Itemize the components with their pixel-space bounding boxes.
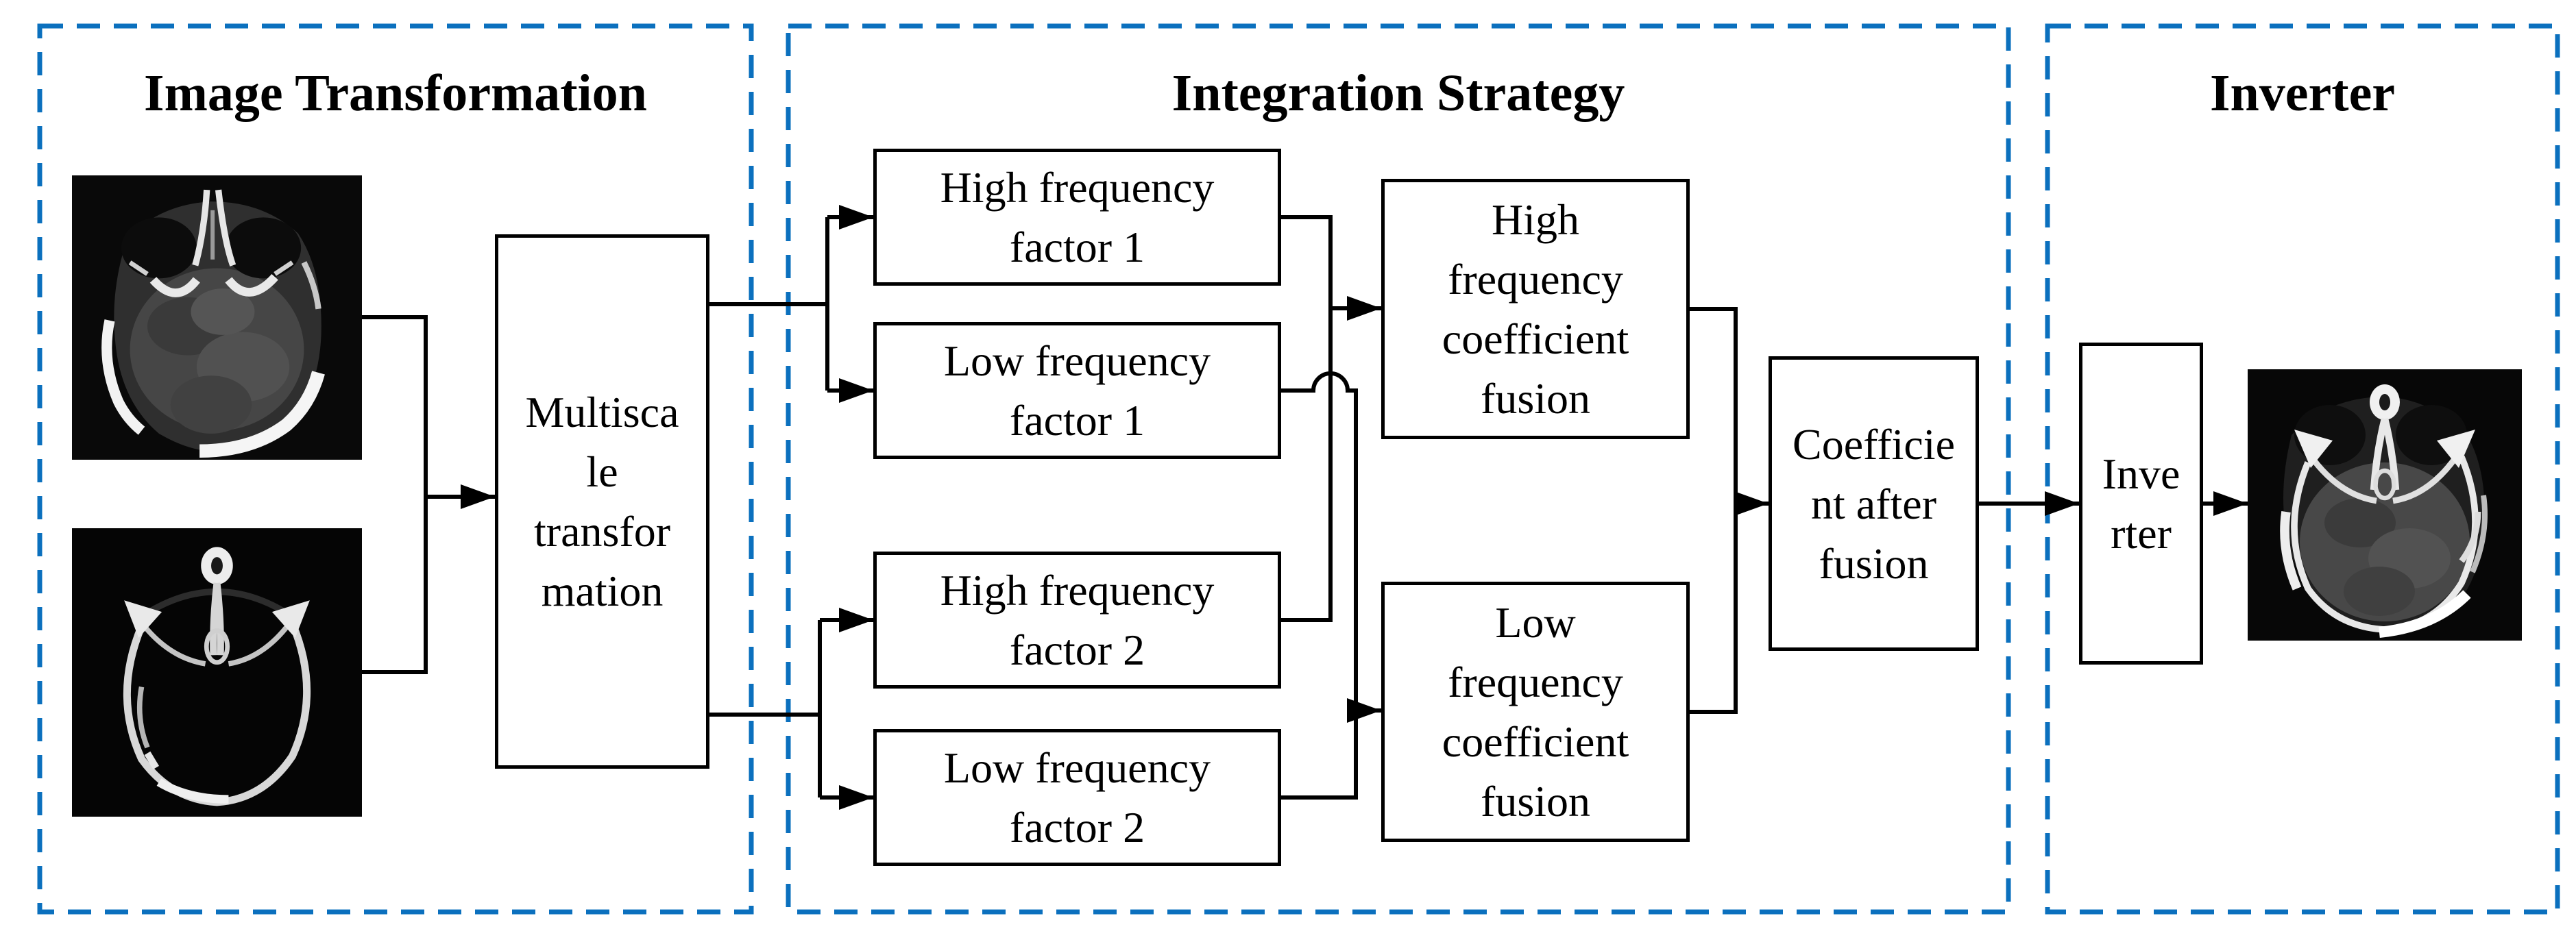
- panel-title-image-transformation: Image Transformation: [144, 64, 647, 122]
- node-low-frequency-factor-2: Low frequency factor 2: [873, 729, 1281, 866]
- node-label: Low frequency factor 2: [943, 743, 1211, 852]
- node-label: High frequency coefficient fusion: [1442, 195, 1629, 423]
- node-coefficient-after-fusion: Coefficient after fusion: [1769, 356, 1979, 651]
- panel-title-inverter: Inverter: [2209, 64, 2396, 122]
- node-low-frequency-factor-1: Low frequency factor 1: [873, 322, 1281, 459]
- fused-brain-scan-drawing: [2248, 369, 2522, 641]
- node-label: High frequency factor 1: [940, 163, 1215, 271]
- ct-brain-scan-drawing: [72, 528, 362, 817]
- node-low-frequency-coefficient-fusion: Low frequency coefficient fusion: [1381, 582, 1690, 842]
- node-high-frequency-factor-1: High frequency factor 1: [873, 149, 1281, 286]
- connector-sources-merge: [362, 315, 428, 674]
- mri-brain-scan-drawing: [72, 175, 362, 460]
- ct-brain-scan-image: [72, 528, 362, 817]
- node-label: Multiscale transformation: [525, 388, 679, 615]
- connector-branch-factors-2: [709, 620, 822, 797]
- node-multiscale-transformation: Multiscale transformation: [495, 234, 709, 769]
- node-label: Inverter: [2102, 449, 2180, 558]
- node-label: Low frequency coefficient fusion: [1442, 598, 1629, 826]
- node-label: High frequency factor 2: [940, 566, 1215, 674]
- node-label: Low frequency factor 1: [943, 336, 1211, 445]
- node-inverter: Inverter: [2079, 343, 2203, 665]
- node-label: Coefficient after fusion: [1793, 419, 1955, 588]
- connector-low-frequency-rail-with-hop: [1281, 371, 1358, 800]
- connector-fusion-merge: [1690, 307, 1738, 714]
- node-high-frequency-factor-2: High frequency factor 2: [873, 552, 1281, 689]
- mri-brain-scan-image: [72, 175, 362, 460]
- connector-high-frequency-rail: [1281, 215, 1333, 622]
- connector-branch-factors-1: [709, 217, 829, 391]
- node-high-frequency-coefficient-fusion: High frequency coefficient fusion: [1381, 179, 1690, 439]
- panel-title-integration-strategy: Integration Strategy: [1171, 64, 1625, 122]
- fused-brain-scan-image: [2248, 369, 2522, 641]
